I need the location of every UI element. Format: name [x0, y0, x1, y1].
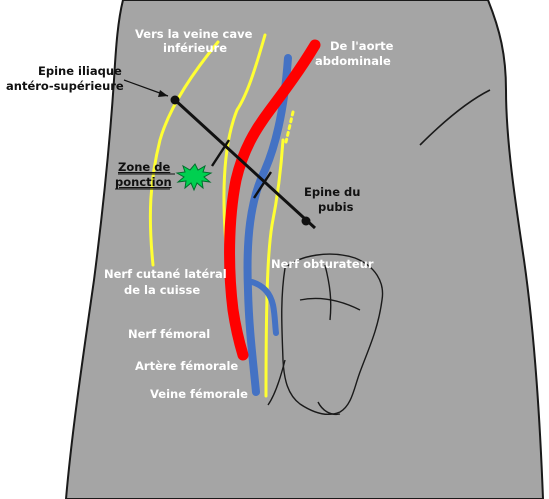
label-asis-2: antéro-supérieure	[6, 79, 124, 93]
label-pubis-2: pubis	[318, 200, 354, 214]
label-vein-femoral: Veine fémorale	[150, 387, 248, 401]
label-vena-cava-1: Vers la veine cave	[135, 27, 253, 41]
label-nerve-lateral-1: Nerf cutané latéral	[104, 267, 227, 281]
label-pubis-1: Epine du	[304, 185, 360, 199]
landmark-point-icon	[171, 96, 180, 105]
label-zone-1: Zone de	[118, 160, 170, 174]
body-silhouette	[66, 0, 543, 499]
label-asis-1: Epine iliaque	[38, 64, 122, 78]
landmark-point-icon	[302, 217, 311, 226]
label-zone-2: ponction	[115, 175, 172, 189]
label-nerve-lateral-2: de la cuisse	[124, 283, 200, 297]
label-artery-femoral: Artère fémorale	[135, 359, 238, 373]
label-nerve-femoral: Nerf fémoral	[128, 327, 210, 341]
label-aorta-1: De l'aorte	[330, 39, 394, 53]
label-nerve-obturator: Nerf obturateur	[271, 257, 374, 271]
label-vena-cava-2: inférieure	[163, 41, 227, 55]
label-aorta-2: abdominale	[315, 54, 391, 68]
